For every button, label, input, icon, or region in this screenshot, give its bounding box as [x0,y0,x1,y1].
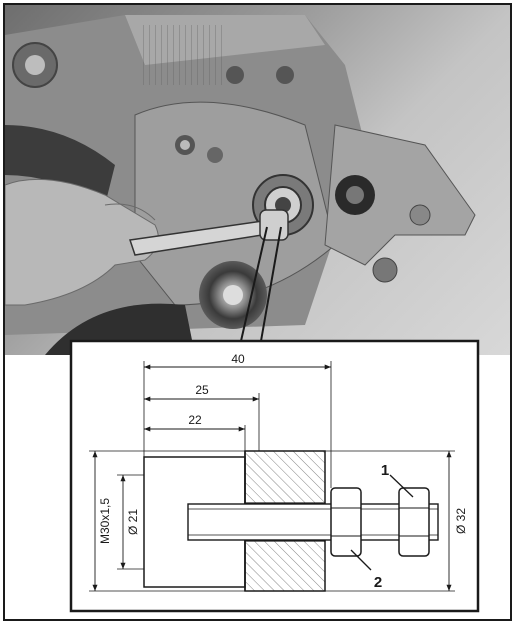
engine-photo-illustration [5,15,476,355]
engine-photo [5,5,510,355]
threaded-rod [187,503,439,541]
dim-length-22: 22 [188,413,202,427]
callout-2: 2 [374,574,382,591]
dimension-lines-horizontal [143,361,332,488]
tool-drawing: 40 25 22 M30x1,5 Ø 21 Ø 32 1 2 [69,226,480,613]
dim-length-40: 40 [231,352,245,366]
magnifier-leader-lines [240,226,282,342]
dim-inner-diameter: Ø 21 [126,509,140,535]
figure-frame: 40 25 22 M30x1,5 Ø 21 Ø 32 1 2 [3,3,512,621]
dim-thread: M30x1,5 [98,498,112,544]
nut-1 [398,487,430,557]
dim-outer-diameter: Ø 32 [454,508,468,534]
callout-1: 1 [381,462,389,479]
locknut-2 [330,487,362,557]
callout-leaders [350,474,414,571]
dimension-lines-vertical [89,450,455,592]
dim-length-25: 25 [195,383,209,397]
